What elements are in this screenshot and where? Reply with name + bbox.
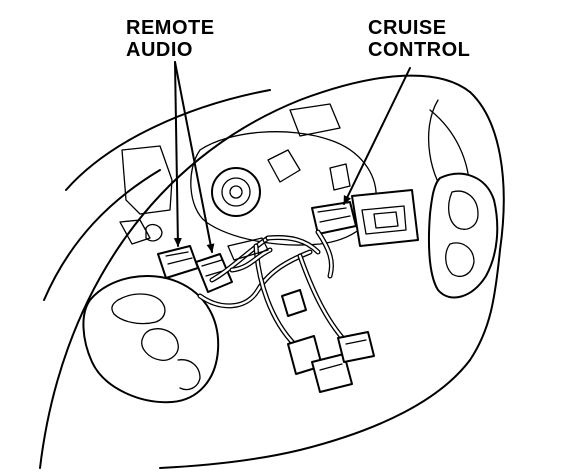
cruise-control-label-line1: CRUISE: [368, 17, 447, 39]
remote-audio-connector-a: [157, 245, 199, 279]
wire-harness: [197, 229, 349, 349]
harness-connector-lower-right: [337, 331, 375, 363]
cruise-control-switch-pad: [427, 172, 499, 299]
remote-audio-label: REMOTE AUDIO: [126, 17, 215, 61]
harness-clip: [281, 289, 307, 317]
cruise-control-pointer-arrow: [343, 67, 411, 205]
remote-audio-label-line2: AUDIO: [126, 39, 193, 61]
cruise-control-label: CRUISE CONTROL: [368, 17, 470, 61]
cruise-control-label-line2: CONTROL: [368, 39, 471, 61]
steering-hub: [119, 103, 377, 246]
remote-audio-pointer-arrows: [173, 61, 215, 253]
cruise-control-connector: [311, 189, 419, 247]
harness-connector-lower-left: [287, 335, 353, 393]
steering-column-shaft: [211, 167, 261, 217]
remote-audio-switch-pad: [82, 275, 220, 404]
remote-audio-label-line1: REMOTE: [126, 17, 215, 39]
